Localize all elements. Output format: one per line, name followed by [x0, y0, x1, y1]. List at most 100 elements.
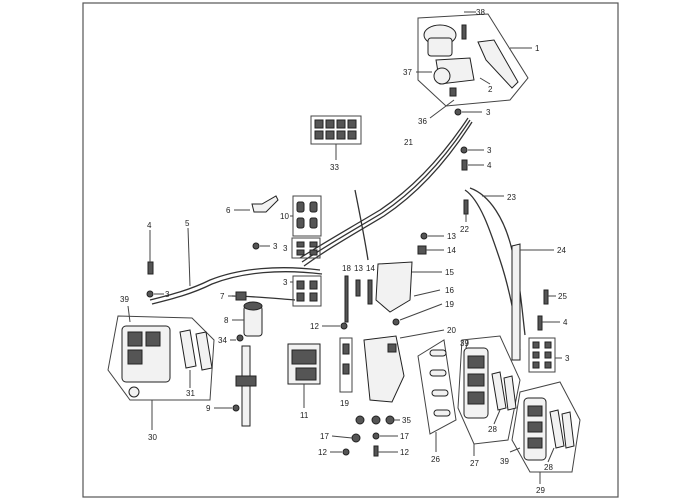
pad-10 — [296, 201, 318, 229]
label-28b: 28 — [544, 463, 553, 472]
leader-16 — [413, 289, 441, 297]
label-11: 11 — [300, 411, 309, 420]
brake-hose-18 — [354, 189, 369, 261]
bolt-25 — [543, 289, 549, 305]
pad-panel-3e — [291, 237, 321, 259]
bracket-20 — [363, 335, 405, 403]
label-16: 16 — [445, 286, 454, 295]
label-24: 24 — [557, 246, 566, 255]
label-3d: 3 — [273, 242, 278, 251]
bolt-14-a — [367, 279, 373, 305]
right-pad-28-a — [491, 371, 507, 411]
bolt-12-c — [373, 445, 379, 457]
label-17b: 17 — [400, 432, 409, 441]
bolt-34 — [236, 334, 244, 342]
label-19a: 19 — [445, 300, 454, 309]
pad-3e — [296, 241, 318, 256]
label-3g: 3 — [565, 354, 570, 363]
bolt-13-a — [355, 279, 361, 297]
label-13b: 13 — [447, 232, 456, 241]
label-4a: 4 — [487, 161, 492, 170]
cover-15 — [375, 261, 413, 313]
label-10: 10 — [280, 212, 289, 221]
caliper-29-pad-a — [549, 409, 565, 449]
label-12a: 12 — [310, 322, 319, 331]
label-37: 37 — [403, 68, 412, 77]
leader-28b — [547, 447, 555, 463]
brake-hose-21c — [303, 121, 473, 267]
label-39c: 39 — [500, 457, 509, 466]
nut-13-b — [420, 232, 428, 240]
label-3c: 3 — [165, 290, 170, 299]
reservoir-cap-screw — [461, 24, 467, 40]
label-3f: 3 — [283, 278, 288, 287]
label-31: 31 — [186, 389, 195, 398]
leader-36 — [429, 99, 455, 119]
pin-panel-26 — [417, 339, 457, 435]
label-36: 36 — [418, 117, 427, 126]
pad-3f — [296, 280, 318, 302]
right-caliper-panel-27 — [457, 335, 521, 445]
label-30: 30 — [148, 433, 157, 442]
pad-panel-3f — [292, 275, 322, 307]
label-39a: 39 — [120, 295, 129, 304]
caliper-29-piston-b — [527, 421, 543, 433]
label-3a: 3 — [486, 108, 491, 117]
clip-19-b — [342, 363, 350, 375]
leader-5 — [187, 227, 191, 287]
pin-26-b — [429, 369, 447, 377]
sensor-24 — [511, 243, 521, 361]
pin-26-d — [433, 409, 451, 417]
left-caliper-panel — [107, 315, 215, 401]
grommet-35-b — [371, 415, 381, 425]
right-caliper-piston-b — [467, 373, 485, 387]
label-34: 34 — [218, 336, 227, 345]
pad-panel-10 — [292, 195, 322, 237]
pad-3g — [532, 341, 552, 369]
leader-17a — [331, 435, 353, 439]
caliper-29-pad-b — [561, 411, 575, 449]
reservoir-body — [427, 37, 453, 57]
label-17a: 17 — [320, 432, 329, 441]
label-22: 22 — [460, 225, 469, 234]
label-8: 8 — [224, 316, 229, 325]
label-13a: 13 — [354, 264, 363, 273]
label-9: 9 — [206, 404, 211, 413]
label-3e: 3 — [283, 244, 288, 253]
bolt-12-a — [340, 322, 348, 330]
label-19b: 19 — [340, 399, 349, 408]
brake-hose-21 — [299, 117, 469, 259]
bleeder-6 — [251, 195, 279, 213]
washer-17-b — [372, 432, 380, 440]
joint-7 — [235, 291, 247, 301]
label-15: 15 — [445, 268, 454, 277]
label-28a: 28 — [488, 425, 497, 434]
caliper-29-piston-a — [527, 405, 543, 417]
label-7: 7 — [220, 292, 225, 301]
master-cylinder-clamp — [433, 67, 451, 85]
washer-17-a — [351, 433, 361, 443]
label-5: 5 — [185, 219, 190, 228]
clip-panel-19 — [339, 337, 353, 393]
label-23: 23 — [507, 193, 516, 202]
rear-master-fitting — [235, 375, 257, 387]
reference-numbers: 38 1 37 2 36 3 3 4 33 21 23 22 24 25 4 3… — [120, 8, 570, 495]
washer-3-c — [146, 290, 154, 298]
brake-hose-5 — [149, 267, 321, 301]
pin-26-c — [431, 389, 449, 397]
label-1: 1 — [535, 44, 540, 53]
label-39b: 39 — [460, 339, 469, 348]
brake-hose-5b — [151, 271, 323, 305]
label-2: 2 — [488, 85, 493, 94]
bolt-4-c — [537, 315, 543, 331]
left-caliper-piston-c — [127, 349, 143, 365]
left-pad-31-b — [195, 331, 213, 371]
label-4c: 4 — [563, 318, 568, 327]
bolt-19-a — [392, 318, 400, 326]
label-6: 6 — [226, 206, 231, 215]
grommet-20 — [387, 343, 397, 353]
bolt-22 — [463, 199, 469, 215]
right-pad-28-b — [503, 375, 517, 411]
label-12b: 12 — [318, 448, 327, 457]
pad-clips-33 — [314, 119, 357, 140]
